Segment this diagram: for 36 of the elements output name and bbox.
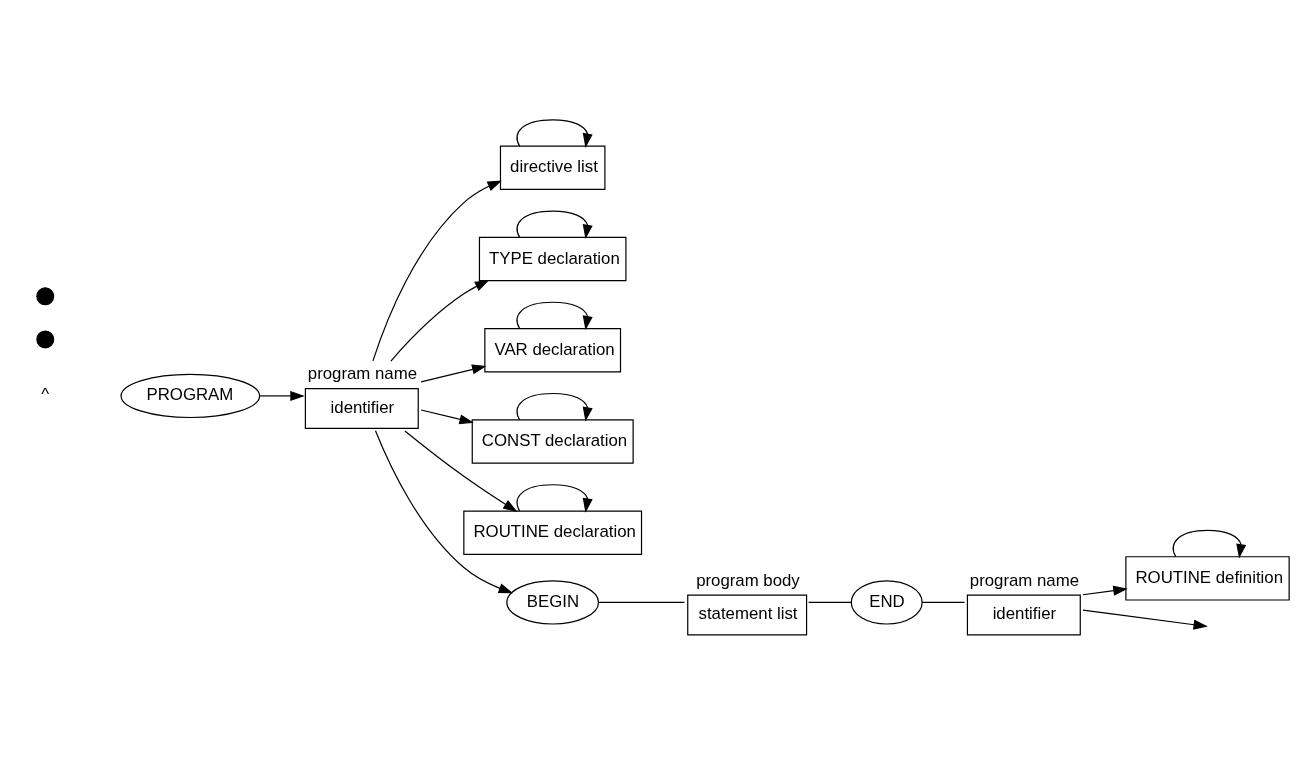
node-box: statement list xyxy=(687,594,808,636)
arrow xyxy=(516,301,593,331)
node-ellipse: END xyxy=(850,580,923,625)
arrow xyxy=(259,390,305,401)
connector xyxy=(807,601,853,603)
connector xyxy=(598,601,686,603)
arrow xyxy=(372,180,502,362)
arrow xyxy=(374,430,514,594)
node-box: directive list xyxy=(499,145,606,191)
node-box: identifier xyxy=(966,594,1081,636)
node-box: identifier xyxy=(304,388,419,429)
arrow xyxy=(404,430,518,512)
arrow xyxy=(516,119,593,148)
node-label: program name xyxy=(307,364,418,384)
node-box: ROUTINE definition xyxy=(1125,556,1290,601)
node-box: VAR declaration xyxy=(484,328,622,373)
arrow xyxy=(420,364,487,383)
node-ellipse: BEGIN xyxy=(506,580,600,625)
node-box: TYPE declaration xyxy=(478,236,627,282)
arrow xyxy=(1172,529,1247,559)
node-box: ROUTINE declaration xyxy=(463,510,643,555)
node-label: program name xyxy=(969,570,1080,590)
label: ^ xyxy=(41,385,50,405)
arrow xyxy=(516,210,593,240)
arrow xyxy=(516,484,593,513)
node-box: CONST declaration xyxy=(471,419,634,464)
node-circle xyxy=(36,287,55,306)
arrow xyxy=(1082,609,1208,630)
arrow xyxy=(1082,585,1128,596)
arrow xyxy=(516,392,593,422)
connector xyxy=(921,601,966,603)
arrow xyxy=(390,279,490,362)
node-circle xyxy=(36,330,55,349)
arrow xyxy=(420,409,474,425)
node-ellipse: PROGRAM xyxy=(120,373,261,419)
node-label: program body xyxy=(696,570,800,590)
